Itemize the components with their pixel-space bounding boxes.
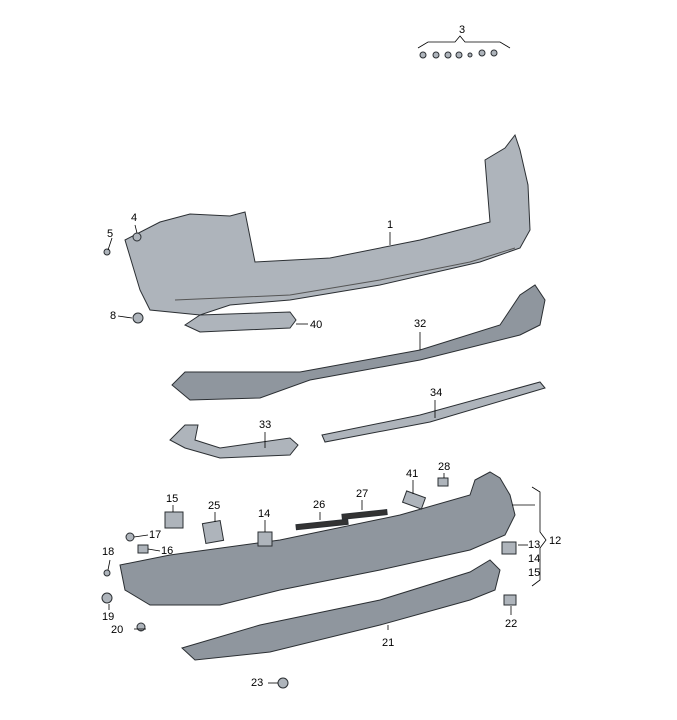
label-8: 8 — [110, 310, 117, 322]
label-21: 21 — [382, 637, 395, 649]
label-19: 19 — [102, 611, 115, 623]
label-26: 26 — [313, 499, 326, 511]
emblem-26 — [295, 518, 349, 531]
label-1: 1 — [387, 219, 394, 231]
clip-23 — [277, 677, 289, 689]
strip-34 — [321, 381, 546, 443]
label-16: 16 — [161, 545, 174, 557]
cover-25 — [201, 520, 225, 544]
label-23: 23 — [251, 677, 264, 689]
label-34: 34 — [430, 387, 443, 399]
nut-8 — [132, 312, 144, 324]
lower-trim-21 — [181, 559, 501, 661]
bracket-15 — [164, 511, 184, 529]
fastener-set-3 — [419, 49, 498, 59]
upper-bumper-cover — [124, 133, 531, 316]
label-5: 5 — [107, 228, 114, 240]
bracket-41 — [401, 490, 427, 510]
label-14-top: 14 — [258, 508, 271, 520]
clip-16 — [137, 544, 149, 554]
label-13: 13 — [528, 539, 541, 551]
label-20: 20 — [111, 624, 124, 636]
diffuser-32 — [171, 284, 546, 401]
screw-18 — [103, 569, 111, 577]
leader-lines — [107, 35, 547, 684]
label-28: 28 — [438, 461, 451, 473]
label-41: 41 — [406, 468, 419, 480]
label-27: 27 — [356, 488, 369, 500]
emblem-27 — [341, 509, 388, 520]
label-15: 15 — [528, 567, 541, 579]
screw-17 — [125, 532, 135, 542]
label-14: 14 — [528, 553, 541, 565]
clip-28 — [437, 477, 449, 487]
label-15-top: 15 — [166, 493, 179, 505]
label-12: 12 — [549, 535, 562, 547]
cap-22 — [503, 594, 517, 606]
screw-5 — [103, 248, 111, 256]
label-22: 22 — [505, 618, 518, 630]
trim-strip-40 — [183, 311, 297, 333]
label-4: 4 — [131, 212, 138, 224]
screw-4 — [132, 232, 142, 242]
label-18: 18 — [102, 546, 115, 558]
label-40: 40 — [310, 319, 323, 331]
trim-33 — [169, 424, 299, 459]
bracket-14 — [257, 531, 273, 547]
label-17: 17 — [149, 529, 162, 541]
label-33: 33 — [259, 419, 272, 431]
screw-20 — [136, 622, 146, 632]
label-25: 25 — [208, 500, 221, 512]
cap-13 — [501, 541, 517, 555]
nut-19 — [101, 592, 113, 604]
label-32: 32 — [414, 318, 427, 330]
label-3: 3 — [459, 24, 466, 36]
